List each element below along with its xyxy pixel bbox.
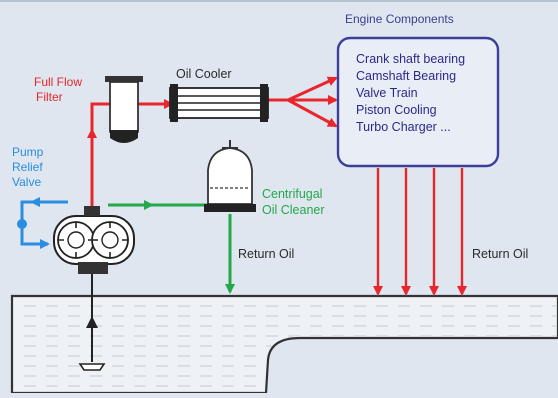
full-flow-filter	[105, 76, 143, 143]
list-item: Piston Cooling	[356, 103, 437, 117]
centrifugal-oil-cleaner	[204, 140, 256, 212]
engine-components-box	[336, 36, 500, 168]
engine-components-title: Engine Components	[345, 12, 454, 26]
pump-relief-label: Valve	[12, 175, 41, 189]
relief-valve-icon	[17, 219, 27, 229]
pump-relief-label: Relief	[12, 160, 43, 174]
centrifugal-cleaner-label: Centrifugal	[262, 187, 322, 201]
return-oil-left-label: Return Oil	[238, 247, 294, 261]
list-item: Crank shaft bearing	[356, 52, 465, 66]
list-item: Camshaft Bearing	[356, 69, 456, 83]
pump-relief-label: Pump	[12, 145, 44, 159]
oil-sump	[10, 294, 558, 395]
return-oil-right-label: Return Oil	[472, 247, 528, 261]
oil-cooler	[169, 84, 269, 122]
pressure-line	[87, 76, 338, 212]
list-item: Valve Train	[356, 86, 418, 100]
strainer-icon	[78, 363, 106, 371]
centrifugal-cleaner-label: Oil Cleaner	[262, 203, 325, 217]
cleaner-line	[108, 200, 235, 294]
full-flow-filter-label: Filter	[36, 90, 63, 104]
engine-components-list: Crank shaft bearing Camshaft Bearing Val…	[356, 52, 465, 134]
list-item: Turbo Charger ...	[356, 120, 451, 134]
oil-cooler-label: Oil Cooler	[176, 67, 232, 81]
full-flow-filter-label: Full Flow	[34, 75, 82, 89]
oil-pickup	[78, 272, 106, 371]
gear-pump	[53, 206, 135, 274]
return-lines-engine	[373, 168, 467, 296]
relief-valve-loop	[17, 197, 68, 249]
